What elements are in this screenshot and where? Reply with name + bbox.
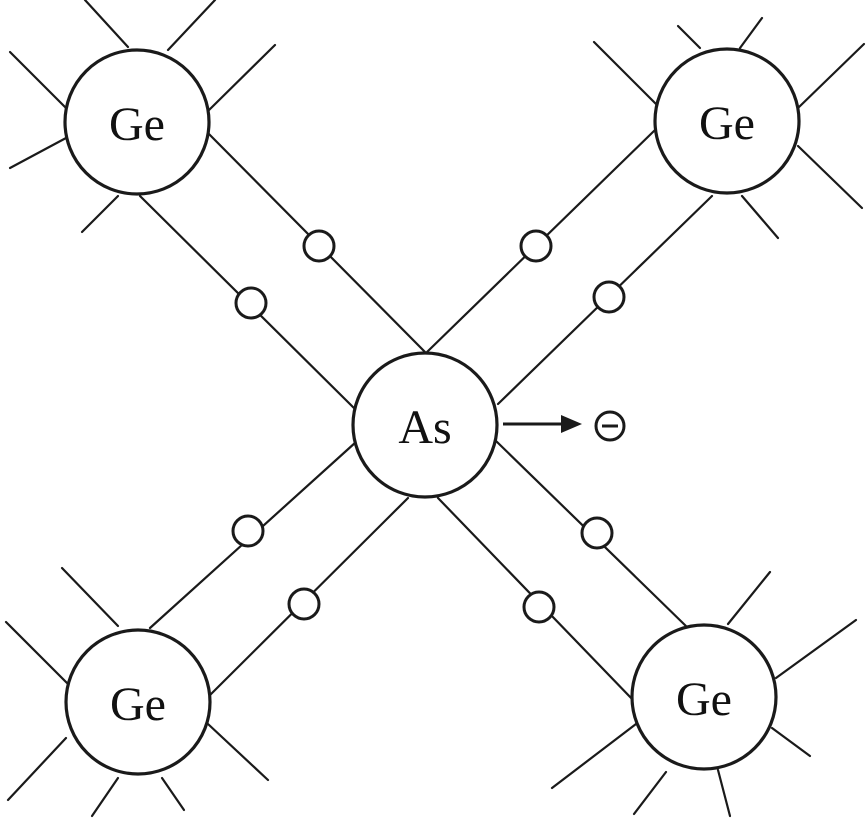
free-electron [594, 410, 626, 442]
bond-electron [580, 516, 614, 550]
free-electron-arrow [503, 415, 582, 433]
atom-ge-top-right: Ge [653, 47, 801, 195]
atom-circle [653, 47, 801, 195]
stub-line [206, 722, 270, 782]
stub-line [80, 194, 120, 234]
atom-ge-top-left: Ge [63, 48, 211, 196]
atom-as-center: As [351, 351, 499, 499]
bond-electron [519, 229, 553, 263]
stub-line [796, 144, 864, 210]
stub-line [592, 40, 660, 108]
stub-line [4, 620, 70, 686]
stub-line [83, 0, 130, 49]
stub-line [160, 776, 186, 812]
arrow-head [561, 415, 582, 433]
stub-line [726, 570, 772, 626]
stub-line [632, 770, 668, 816]
stub-line [166, 0, 217, 52]
atom-circle [630, 623, 778, 771]
atom-label: Ge [676, 673, 732, 726]
atom-label: Ge [110, 678, 166, 731]
stub-line [90, 776, 120, 818]
bond-electron [522, 590, 556, 624]
atom-circle [63, 48, 211, 196]
stub-line [8, 136, 68, 170]
atom-ge-bottom-right: Ge [630, 623, 778, 771]
stub-line [716, 768, 732, 818]
bond-electron [592, 280, 626, 314]
atom-label: Ge [109, 98, 165, 151]
atom-label: Ge [699, 97, 755, 150]
stub-line [60, 566, 120, 628]
stub-line [738, 16, 764, 50]
stub-line [770, 726, 812, 758]
stub-line [205, 43, 277, 114]
stub-line [740, 194, 780, 240]
stub-line [8, 50, 68, 110]
bonding-electrons [231, 229, 626, 624]
stub-line [676, 24, 702, 50]
stub-line [6, 736, 68, 802]
atom-circle [351, 351, 499, 499]
bond-electron [231, 514, 265, 548]
stub-line [796, 42, 866, 110]
atom-circle [64, 628, 212, 776]
bond-electron [287, 587, 321, 621]
atom-ge-bottom-left: Ge [64, 628, 212, 776]
bond-electron [302, 229, 336, 263]
atom-label: As [398, 401, 451, 454]
stub-line [550, 722, 638, 790]
bond-electron [234, 286, 268, 320]
outer-bond-stubs [4, 0, 866, 818]
stub-line [774, 618, 858, 680]
